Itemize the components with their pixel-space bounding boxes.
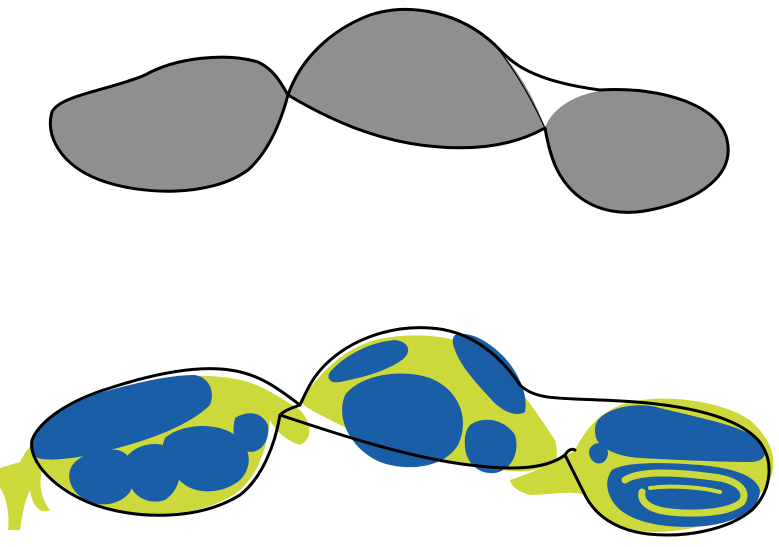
top-panel xyxy=(50,9,728,212)
bottom-blue-right-upper xyxy=(595,405,765,462)
top-lobe-middle xyxy=(288,9,545,147)
top-lobe-left xyxy=(50,57,288,191)
bottom-panel xyxy=(0,328,773,535)
